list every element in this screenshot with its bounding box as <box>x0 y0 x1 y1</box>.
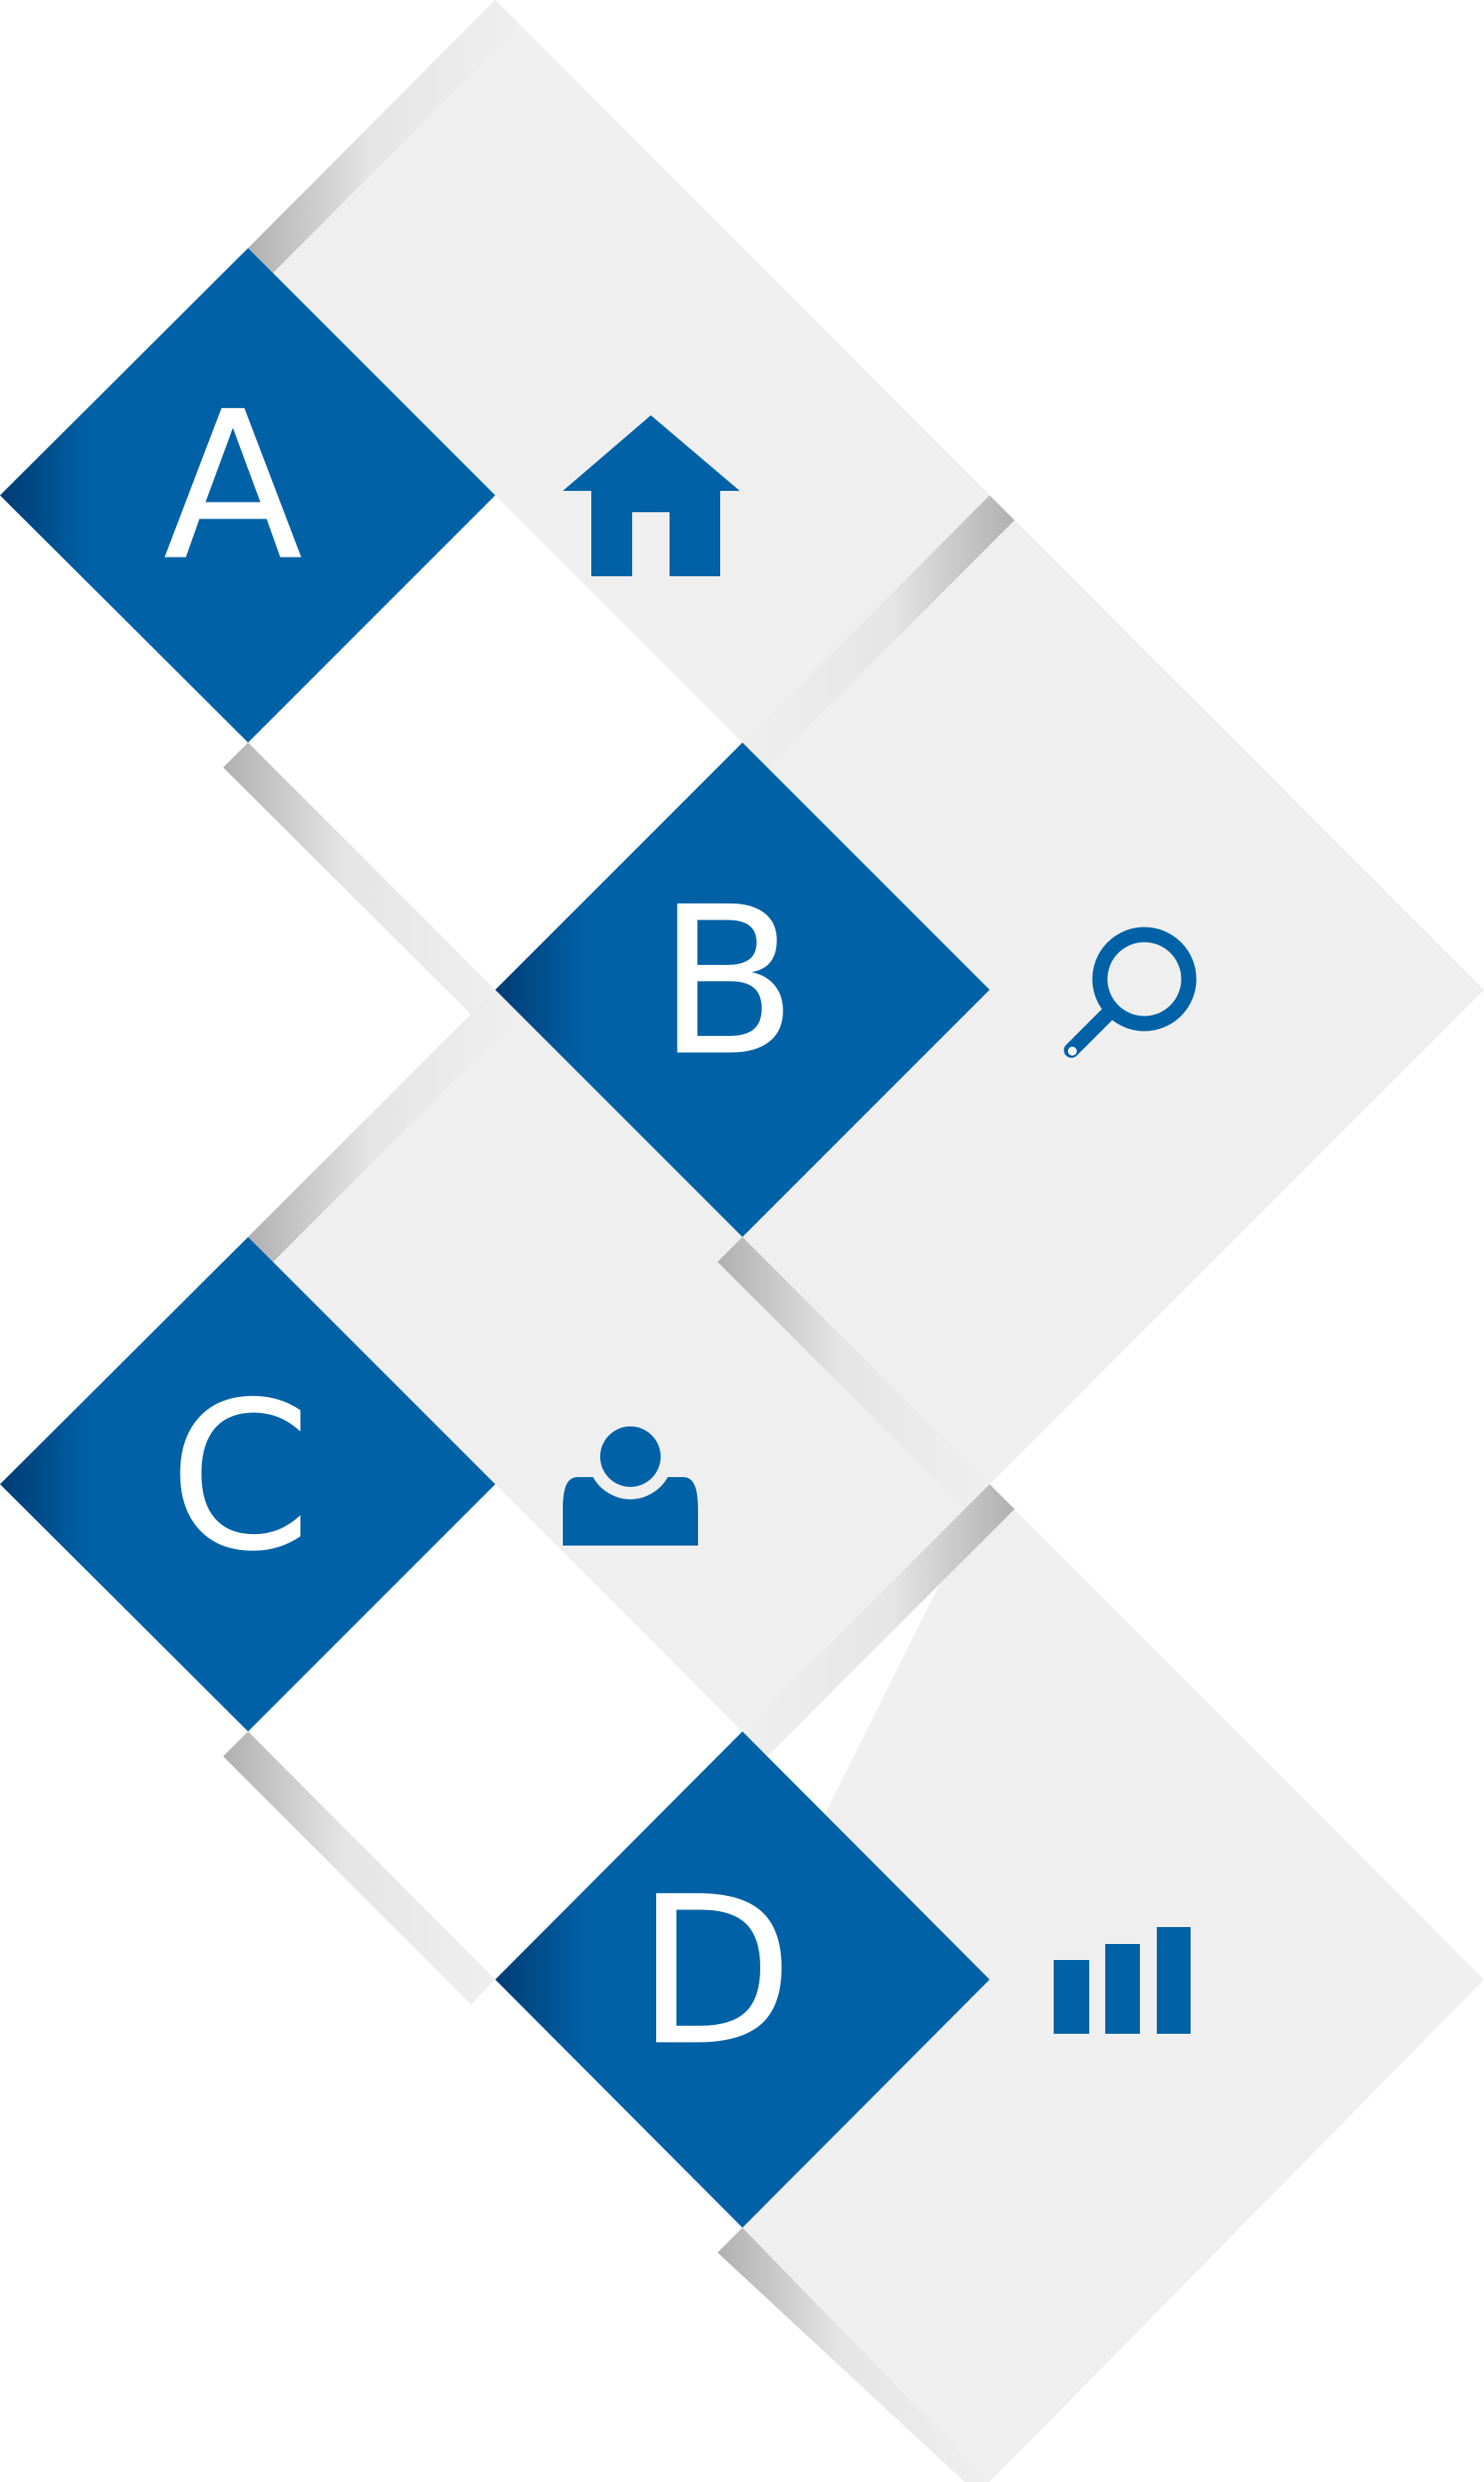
fold-shadow-top-b <box>742 495 1015 767</box>
panel-a <box>248 0 990 743</box>
fold-shadow-bottom-b <box>718 1237 990 1509</box>
step-a-letter: A <box>163 369 302 606</box>
home-icon <box>563 415 740 576</box>
step-c-diamond <box>0 1237 495 1731</box>
fold-shadow-bottom-c <box>223 1731 495 2004</box>
step-a-diamond <box>0 248 495 743</box>
step-a: A <box>0 248 740 743</box>
step-b-diamond <box>495 743 990 1237</box>
step-d: D <box>495 1731 1191 2228</box>
panel-c <box>248 990 990 1731</box>
panel-b <box>742 495 1484 1484</box>
step-c-letter: C <box>169 1360 312 1597</box>
step-c: C <box>0 1237 698 1731</box>
bar-chart-icon <box>1054 1927 1191 2034</box>
step-b-letter: B <box>657 864 798 1102</box>
fold-shadow-bottom-a <box>223 743 495 1015</box>
step-d-diamond <box>495 1731 990 2228</box>
user-icon <box>563 1426 698 1546</box>
search-icon <box>1063 927 1197 1058</box>
step-d-letter: D <box>636 1854 793 2092</box>
fold-shadow-bottom-d <box>718 2228 990 2482</box>
step-b: B <box>495 743 1197 1237</box>
fold-shadow-top-d <box>742 1484 1015 1756</box>
fold-shadow-top-c <box>248 990 520 1262</box>
fold-shadow-top-a <box>248 0 520 273</box>
